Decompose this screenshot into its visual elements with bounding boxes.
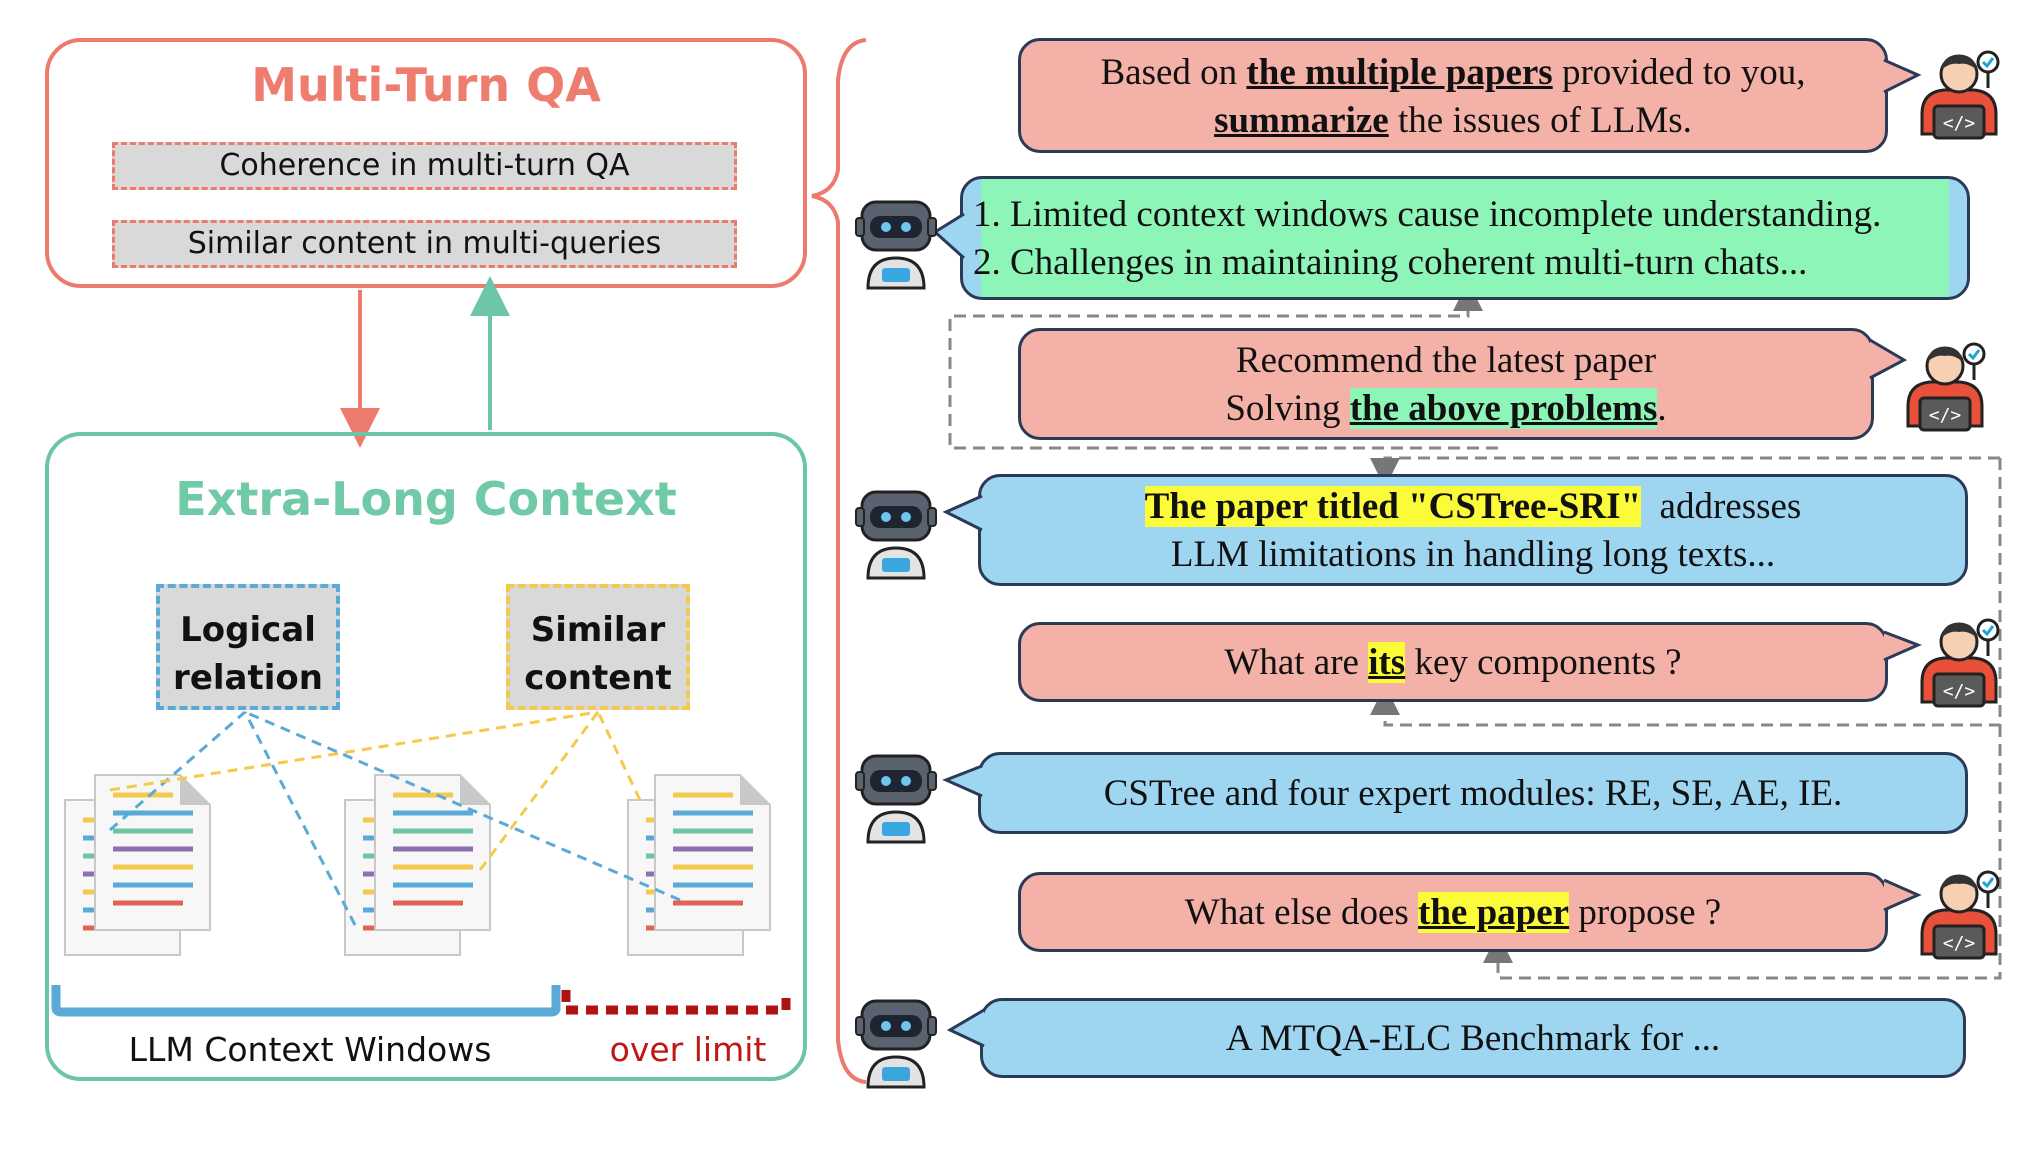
u1-emphasis: the multiple papers — [1246, 52, 1553, 93]
u2-pre: Solving — [1225, 388, 1350, 429]
bot-message-2: The paper titled "CSTree-SRI" addresses … — [978, 474, 1968, 586]
logical-relation-line2: relation — [173, 658, 323, 698]
u3-post: key components ? — [1405, 642, 1682, 683]
u1-pre: Based on — [1100, 52, 1247, 93]
user-message-3: What are its key components ? — [1018, 622, 1888, 702]
bot-message-1-line1: 1. Limited context windows cause incompl… — [973, 194, 1882, 235]
user-message-2-line2: Solving the above problems. — [1021, 385, 1871, 433]
user-avatar-icon-4 — [1920, 870, 2000, 960]
user-message-1-line1: Based on the multiple papers provided to… — [1021, 49, 1885, 97]
llm-context-windows-label: LLM Context Windows — [128, 1030, 492, 1069]
b3-text: CSTree and four expert modules: RE, SE, … — [1103, 773, 1843, 814]
robot-avatar-icon-1 — [854, 200, 938, 290]
similar-content-item: Similar content in multi-queries — [112, 220, 737, 268]
user-message-4: What else does the paper propose ? — [1018, 872, 1888, 952]
u1-post: provided to you, — [1552, 52, 1806, 93]
user-message-2: Recommend the latest paper Solving the a… — [1018, 328, 1874, 440]
user-message-1-line2: summarize the issues of LLMs. — [1021, 97, 1885, 145]
b2-post: addresses — [1641, 486, 1802, 527]
similar-content-box: Similar content — [506, 584, 690, 710]
b4-text: A MTQA-ELC Benchmark for ... — [1225, 1018, 1721, 1059]
u2-post: . — [1657, 388, 1667, 429]
robot-avatar-icon-2 — [854, 490, 938, 580]
similar-content-line2: content — [524, 658, 672, 698]
u4-pre: What else does — [1184, 892, 1419, 933]
over-limit-bracket — [561, 990, 791, 1015]
u3-emphasis: its — [1368, 642, 1406, 683]
coherence-item: Coherence in multi-turn QA — [112, 142, 737, 190]
multi-turn-qa-title: Multi-Turn QA — [251, 58, 601, 112]
user-avatar-icon-1 — [1920, 50, 2000, 140]
context-window-bracket — [51, 985, 561, 1017]
robot-avatar-icon-3 — [854, 754, 938, 844]
bot-message-3: CSTree and four expert modules: RE, SE, … — [978, 752, 1968, 834]
u1-post-2: the issues of LLMs. — [1388, 100, 1692, 141]
bot-message-4: A MTQA-ELC Benchmark for ... — [980, 998, 1966, 1078]
user-avatar-icon-2 — [1906, 342, 1986, 432]
user-message-1: Based on the multiple papers provided to… — [1018, 38, 1888, 153]
user-avatar-icon-3 — [1920, 618, 2000, 708]
u2-emphasis: the above problems — [1349, 388, 1658, 429]
bot-message-2-line2: LLM limitations in handling long texts..… — [1170, 534, 1776, 575]
logical-relation-line1: Logical — [180, 610, 316, 650]
extra-long-context-title: Extra-Long Context — [175, 472, 677, 526]
u4-emphasis: the paper — [1418, 892, 1570, 933]
b2-emphasis: The paper titled "CSTree-SRI" — [1144, 486, 1642, 527]
bot-message-1: 1. Limited context windows cause incompl… — [960, 176, 1970, 300]
bot-message-1-line2: 2. Challenges in maintaining coherent mu… — [973, 242, 1808, 283]
u4-post: propose ? — [1569, 892, 1722, 933]
extra-long-context-panel — [45, 432, 807, 1081]
logical-relation-box: Logical relation — [156, 584, 340, 710]
multi-turn-qa-panel — [45, 38, 807, 288]
u3-pre: What are — [1224, 642, 1369, 683]
user-message-2-line1: Recommend the latest paper — [1235, 340, 1657, 381]
over-limit-label: over limit — [609, 1030, 767, 1069]
robot-avatar-icon-4 — [854, 999, 938, 1089]
bot-message-2-line1: The paper titled "CSTree-SRI" addresses — [981, 483, 1965, 531]
u1-emphasis-2: summarize — [1214, 100, 1389, 141]
similar-content-line1: Similar — [530, 610, 666, 650]
